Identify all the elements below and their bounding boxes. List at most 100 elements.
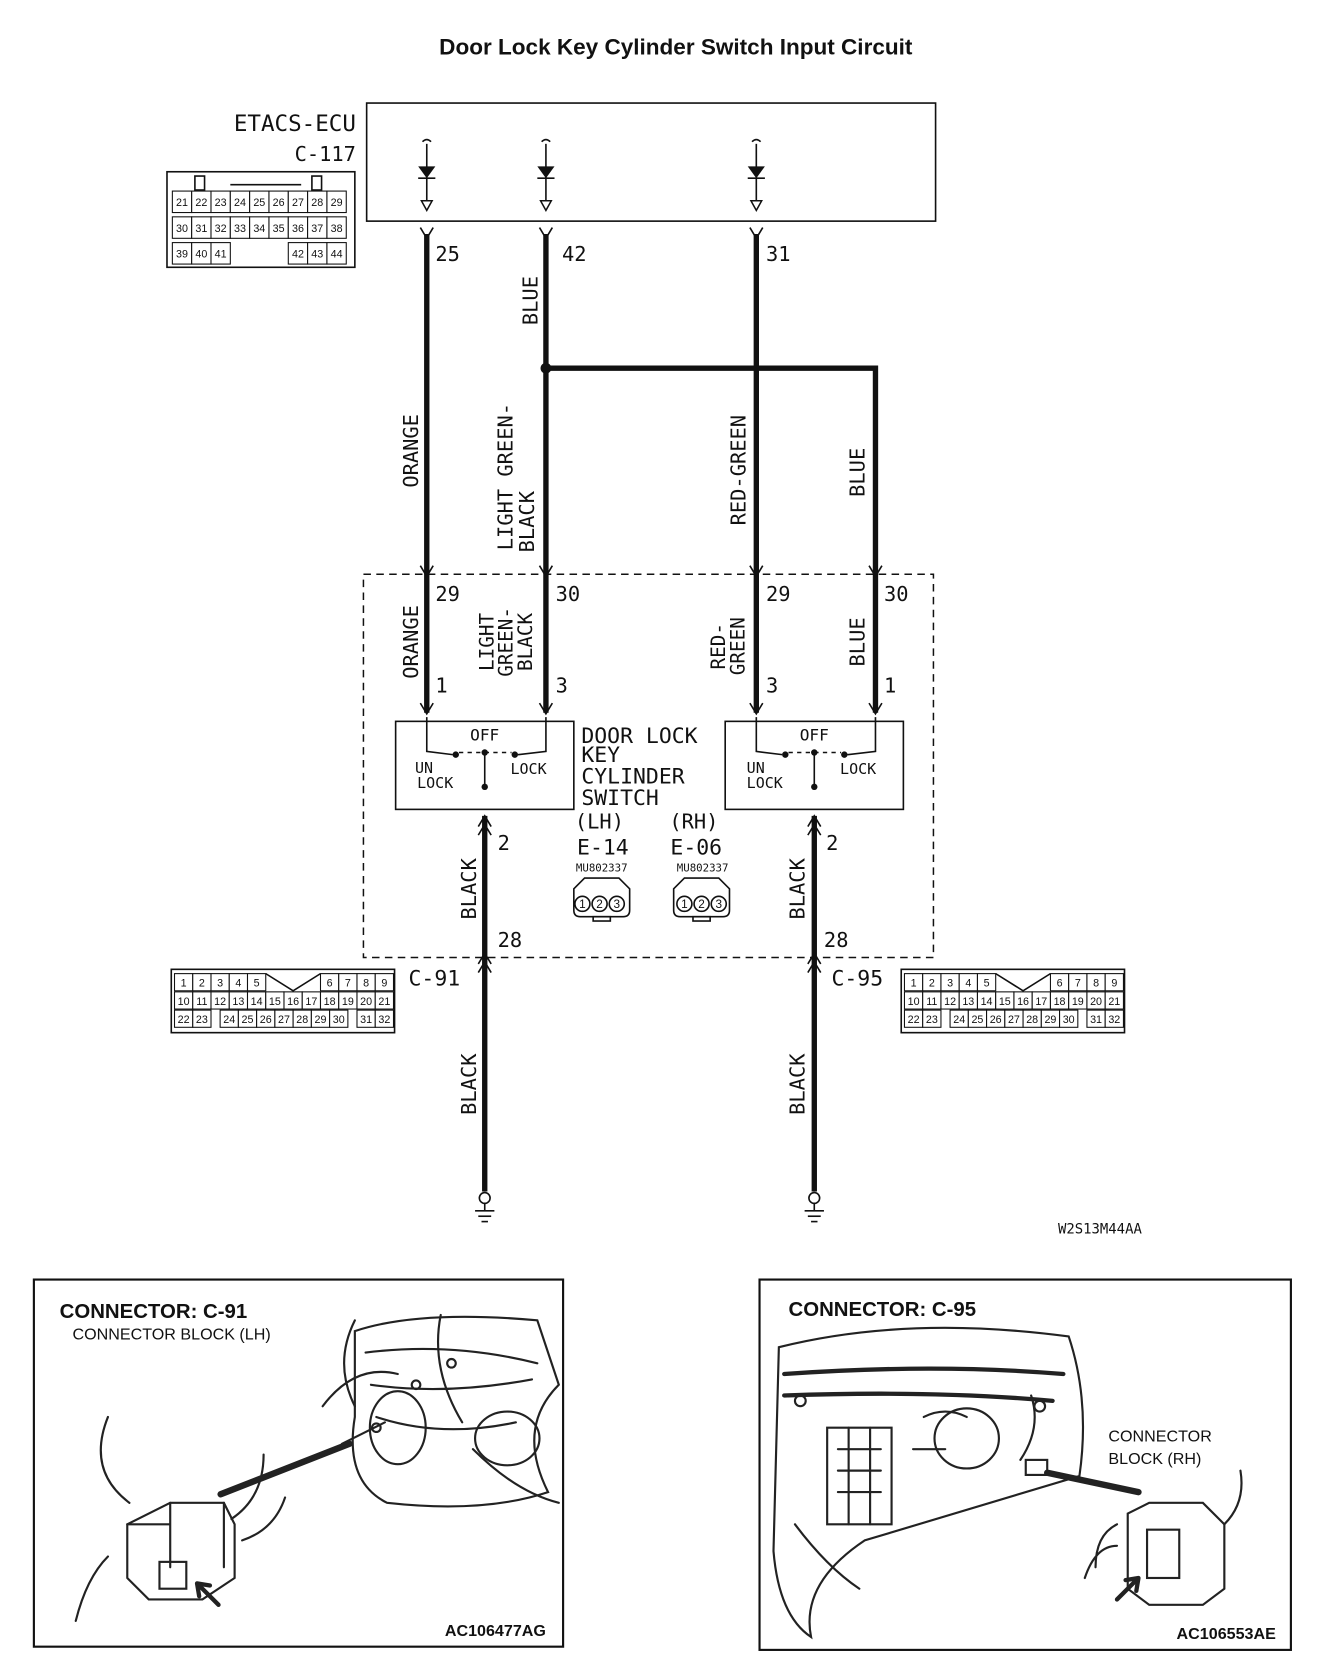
jb-rh-pin-label: 1 xyxy=(911,978,917,990)
label-blue-upper: BLUE xyxy=(518,276,542,325)
ecu-pin-label: 44 xyxy=(331,249,343,261)
jb-lh-pin xyxy=(192,1009,212,1028)
jb-rh-pin-label: 3 xyxy=(947,978,953,990)
panel-rh-title: CONNECTOR: C-95 xyxy=(789,1299,977,1321)
etacs-ecu-box xyxy=(365,102,937,222)
panel-lh-title: CONNECTOR: C-91 xyxy=(60,1301,248,1323)
connector-panel-lh: CONNECTOR: C-91 CONNECTOR BLOCK (LH) AC1… xyxy=(32,1278,565,1648)
switch-rh-part-number: MU802337 xyxy=(677,862,729,875)
jb-rh-pin-label: 6 xyxy=(1057,978,1063,990)
jb-lh-pin-label: 23 xyxy=(196,1014,208,1026)
svg-text:3: 3 xyxy=(715,897,722,911)
jb-rh-pin-label: 13 xyxy=(962,996,974,1008)
jb-lh-pin-label: 22 xyxy=(178,1014,190,1026)
dashboard-lh-illustration-icon xyxy=(217,1313,561,1508)
jb-rh-pin xyxy=(1104,973,1124,992)
ecu-pin-label: 23 xyxy=(215,197,227,209)
ecu-pin-label: 39 xyxy=(176,249,188,261)
jb-lh-pin-label: 28 xyxy=(296,1014,308,1026)
jb-lh-pin xyxy=(329,1009,349,1028)
jb-rh-pin-label: 22 xyxy=(908,1014,920,1026)
switch-lh-lock: LOCK xyxy=(510,760,546,778)
panel-rh-code: AC106553AE xyxy=(1177,1625,1277,1643)
label-redgreen-upper: RED-GREEN xyxy=(727,415,751,525)
svg-text:2: 2 xyxy=(698,897,705,911)
jb-lh-pin-label: 4 xyxy=(235,978,241,990)
junction-lh-id: C-91 xyxy=(409,966,461,991)
switch-rh-pin-3: 3 xyxy=(766,673,778,697)
jb-lh-pin-label: 2 xyxy=(199,978,205,990)
ecu-pin xyxy=(210,242,231,265)
switch-lh-pin-3: 3 xyxy=(556,673,568,697)
jb-rh-pin-label: 18 xyxy=(1054,996,1066,1008)
ecu-pin-label: 30 xyxy=(176,223,188,235)
label-rg-lower-2: GREEN xyxy=(727,617,750,675)
label-orange-upper: ORANGE xyxy=(399,414,423,488)
jb-rh-pin-label: 24 xyxy=(953,1014,965,1026)
label-blue-lower: BLUE xyxy=(846,617,870,666)
jb-lh-pin-label: 24 xyxy=(223,1014,235,1026)
jb-rh-pin-label: 7 xyxy=(1075,978,1081,990)
jb-lh-pin-label: 25 xyxy=(242,1014,254,1026)
ecu-pin-label: 26 xyxy=(273,197,285,209)
switch-lh-pin-1: 1 xyxy=(435,673,447,697)
jb-rh-pin-label: 19 xyxy=(1072,996,1084,1008)
ecu-pin-label: 22 xyxy=(195,197,207,209)
diagram-code: W2S13M44AA xyxy=(1058,1221,1143,1237)
switch-rh-lock: LOCK xyxy=(840,760,876,778)
jb-rh-pin xyxy=(1104,1009,1124,1028)
label-black-lh-upper: BLACK xyxy=(457,857,481,919)
jb-rh-pin xyxy=(1104,991,1124,1010)
ecu-pin-label: 40 xyxy=(195,249,207,261)
jb-lh-pin-label: 29 xyxy=(315,1014,327,1026)
ecu-diode-42 xyxy=(537,138,555,212)
connector-panel-rh: CONNECTOR: C-95 CONNECTOR BLOCK (RH) AC1… xyxy=(758,1278,1292,1651)
jb-rh-pin-label: 16 xyxy=(1017,996,1029,1008)
switch-lh-side: (LH) xyxy=(575,810,624,834)
jb-rh-pin-label: 20 xyxy=(1090,996,1102,1008)
ecu-pin-label: 38 xyxy=(331,223,343,235)
jb-rh-pin-label: 12 xyxy=(944,996,956,1008)
ground-rh-icon xyxy=(804,1191,824,1223)
jb-lh-pin-label: 18 xyxy=(324,996,336,1008)
jb-lh-pin-label: 11 xyxy=(196,996,207,1008)
jb-rh-pin-label: 10 xyxy=(908,996,920,1008)
switch-rh-connector: E-06 xyxy=(670,835,722,860)
jb-rh-pin-label: 28 xyxy=(1026,1014,1038,1026)
switch-name-4: SWITCH xyxy=(581,786,659,811)
jb-lh-pin-label: 27 xyxy=(278,1014,290,1026)
junction-terminal-lh-29: 29 xyxy=(435,582,460,606)
switch-connector-rh-icon: 1 2 3 xyxy=(672,877,731,922)
switch-lh-pin-2: 2 xyxy=(498,831,510,855)
switch-lh-un: UN xyxy=(415,759,433,777)
switch-rh-unlock-lock: LOCK xyxy=(747,774,783,792)
ecu-pin-label: 43 xyxy=(311,249,323,261)
jb-lh-pin-label: 6 xyxy=(327,978,333,990)
switch-lh-off: OFF xyxy=(470,726,499,745)
jb-rh-pin-label: 29 xyxy=(1044,1014,1056,1026)
jb-rh-pin-label: 11 xyxy=(926,996,937,1008)
label-black-lh-lower: BLACK xyxy=(457,1053,481,1115)
ecu-pin xyxy=(326,242,347,265)
junction-rh-id: C-95 xyxy=(831,966,883,991)
jb-rh-pin-label: 26 xyxy=(990,1014,1002,1026)
ecu-pin-label: 33 xyxy=(234,223,246,235)
jb-rh-pin-label: 27 xyxy=(1008,1014,1020,1026)
ecu-pin-label: 37 xyxy=(311,223,323,235)
ecu-pin-label: 35 xyxy=(273,223,285,235)
jb-lh-pin-label: 20 xyxy=(360,996,372,1008)
switch-rh-off: OFF xyxy=(800,726,829,745)
jb-lh-pin-label: 13 xyxy=(232,996,244,1008)
diagram-title: Door Lock Key Cylinder Switch Input Circ… xyxy=(439,35,913,60)
jb-lh-pin-label: 19 xyxy=(342,996,354,1008)
jb-rh-pin-label: 2 xyxy=(929,978,935,990)
ecu-connector-id: C-117 xyxy=(295,142,356,166)
jb-lh-pin-label: 5 xyxy=(254,978,260,990)
jb-lh-pin-label: 21 xyxy=(378,996,390,1008)
jb-lh-pin-label: 7 xyxy=(345,978,351,990)
ecu-pin-label: 32 xyxy=(215,223,227,235)
label-lgb-lower-2: GREEN- xyxy=(495,607,518,677)
